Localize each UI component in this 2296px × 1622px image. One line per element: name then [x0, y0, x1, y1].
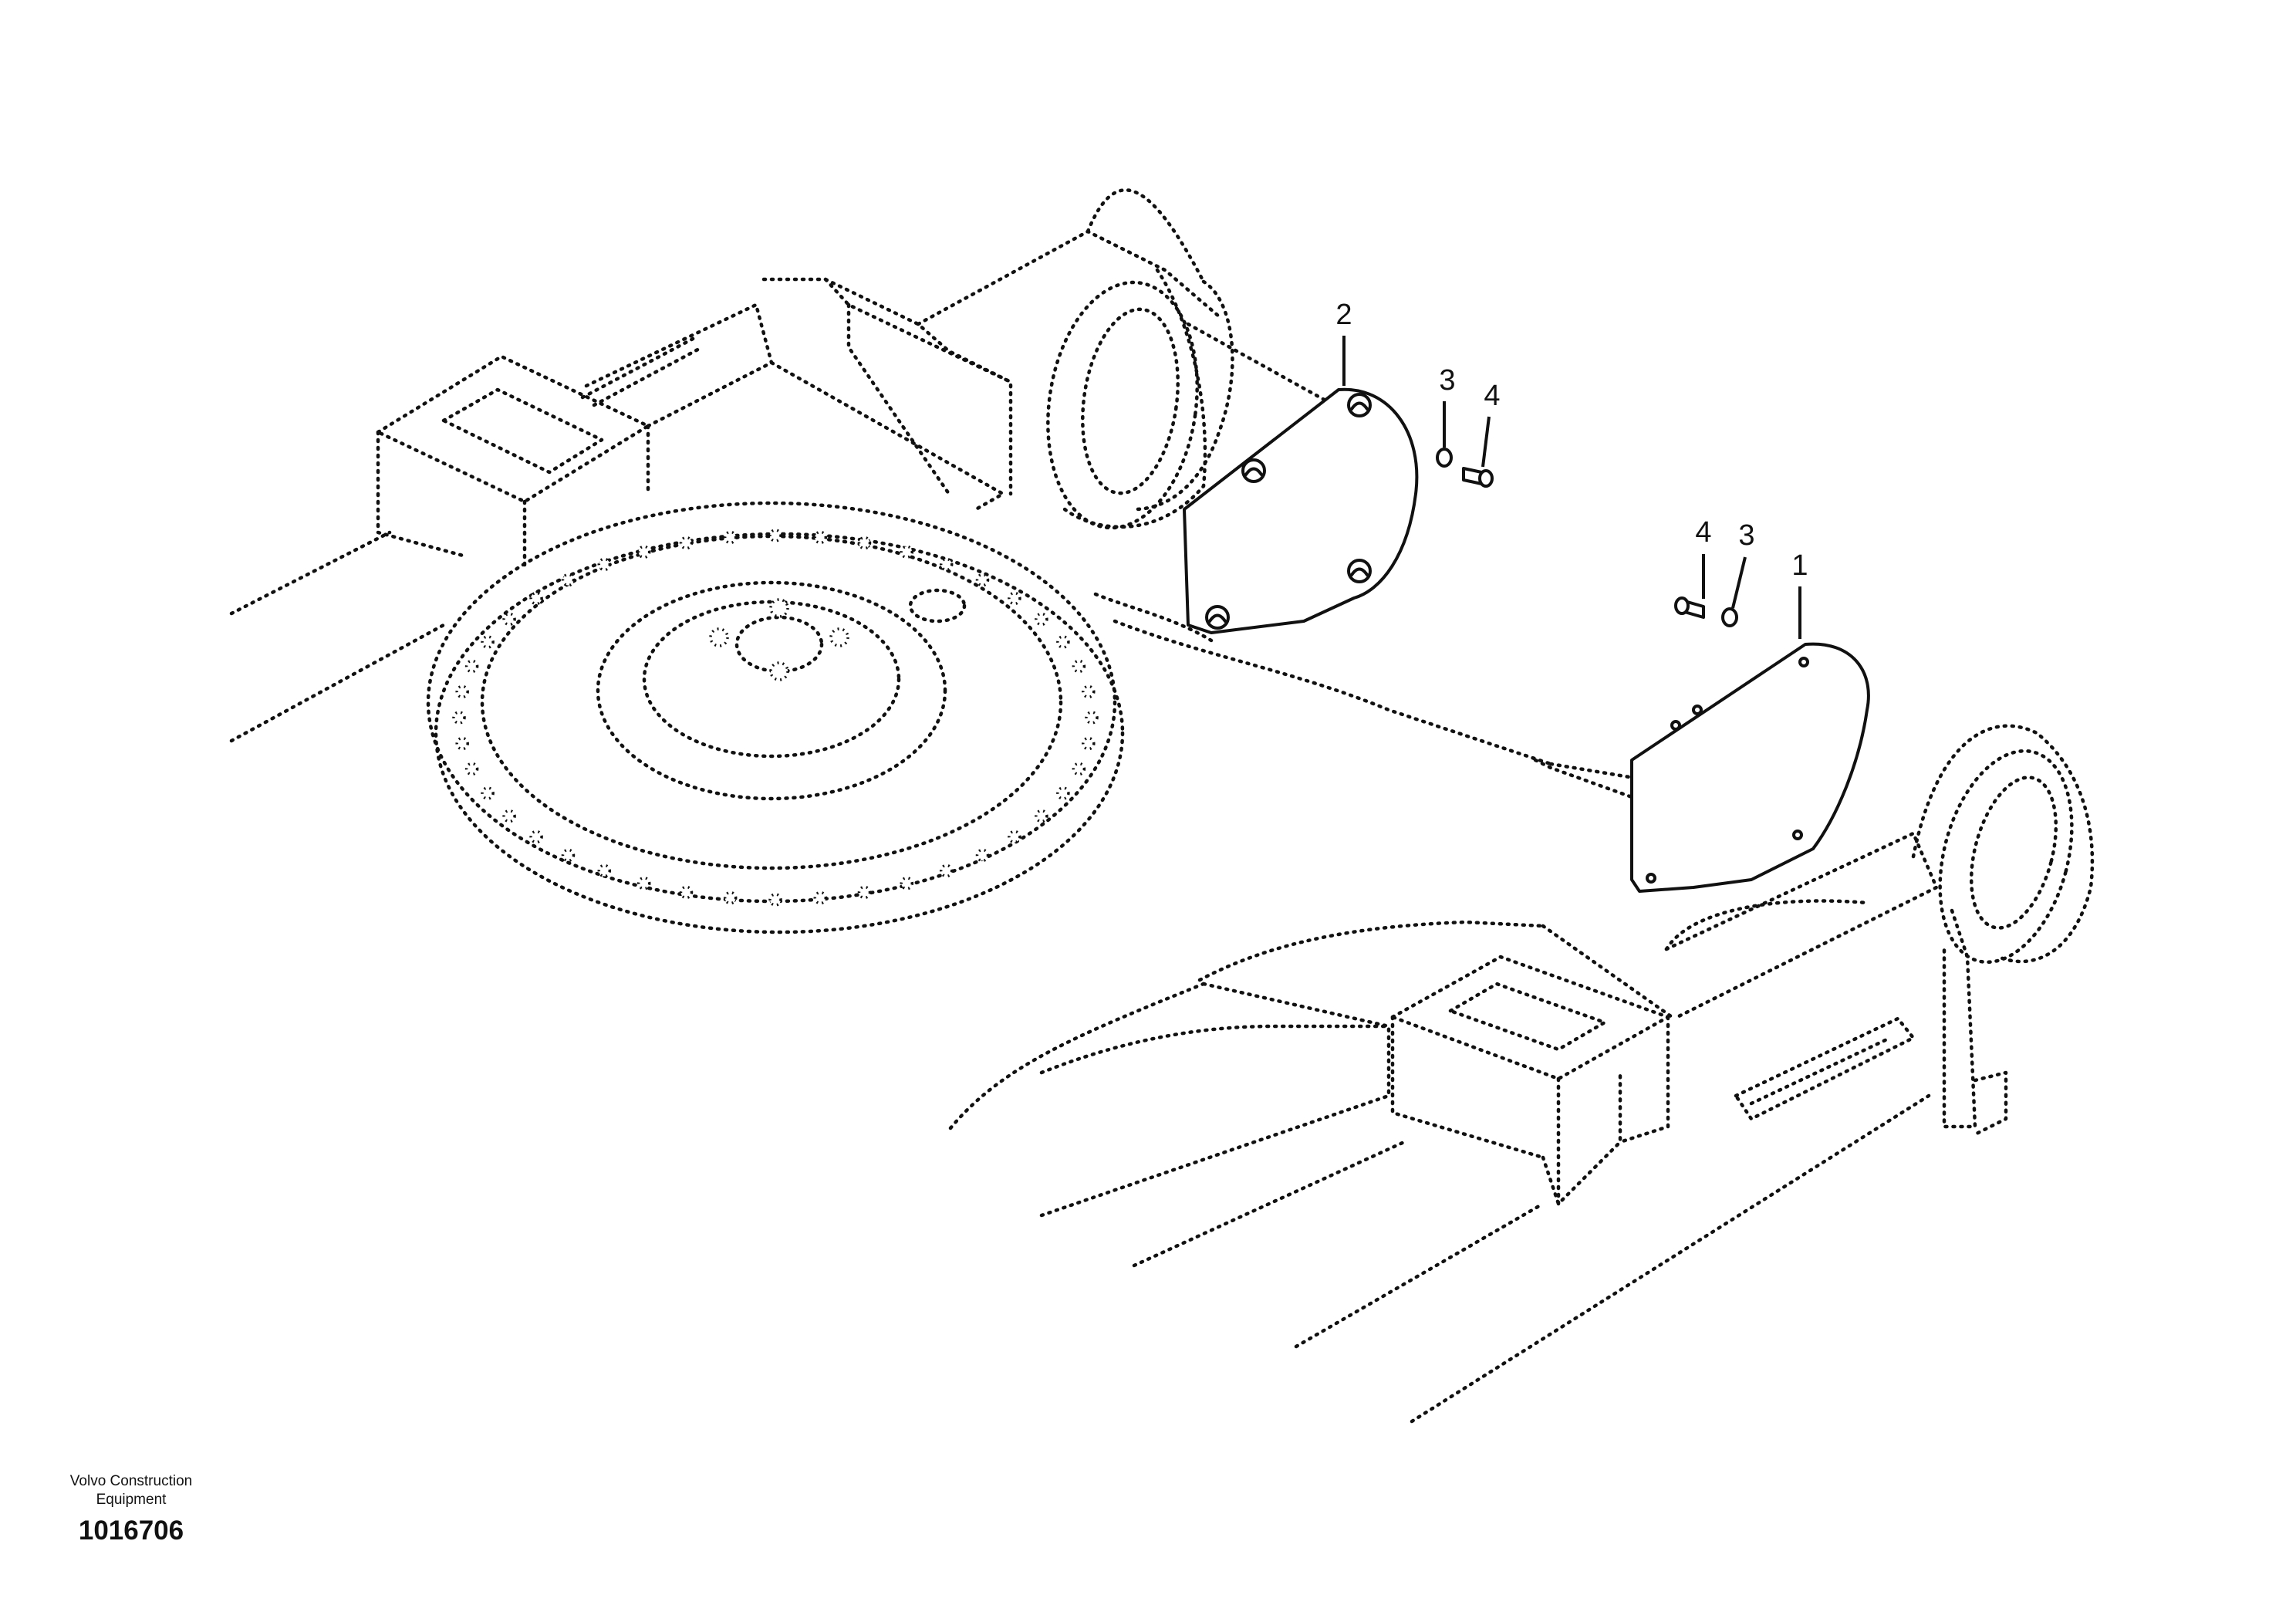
callout-1-right-cover: 1	[1791, 549, 1808, 582]
ring-bolt-hole	[464, 762, 479, 776]
ring-bolt-hole	[636, 545, 651, 559]
document-number: 1016706	[78, 1516, 184, 1546]
ring-bolt-hole	[900, 876, 914, 890]
ring-bolt-hole	[679, 885, 694, 900]
ring-bolt-hole	[452, 711, 466, 725]
washer-right	[1721, 607, 1738, 627]
ring-bolt-hole	[502, 612, 516, 627]
ring-bolt-hole	[768, 893, 782, 907]
ring-bolt-hole	[939, 863, 954, 878]
ring-bolt-hole	[1056, 635, 1070, 649]
ring-bolt-hole	[768, 529, 782, 542]
ring-bolt-hole	[1072, 659, 1086, 674]
ring-bolt-hole	[1056, 786, 1070, 800]
callout-3-left-washer: 3	[1439, 364, 1455, 397]
ring-bolt-hole	[857, 536, 872, 550]
ring-bolt-hole	[975, 573, 990, 587]
bolt-right	[1674, 596, 1705, 619]
ring-bolt-hole	[561, 848, 576, 863]
ring-bolt-hole	[939, 557, 954, 572]
cover-plate-right	[1630, 642, 1870, 893]
ring-bolt-hole	[1072, 762, 1086, 776]
ring-bolt-hole	[723, 530, 738, 545]
ring-bolt-hole	[455, 684, 469, 699]
ring-bolt-hole	[900, 545, 914, 559]
ring-bolt-hole	[813, 890, 828, 905]
ring-bolt-hole	[723, 890, 738, 905]
callout-4-left-bolt: 4	[1484, 380, 1500, 412]
ring-bolt-hole	[1008, 591, 1021, 606]
undercarriage-frame-outline	[229, 188, 1329, 743]
ring-bolt-hole	[813, 530, 828, 545]
washer-left	[1436, 448, 1453, 468]
ring-bolt-hole	[975, 848, 990, 863]
ring-bolt-hole	[502, 809, 516, 823]
callout-4-right-bolt: 4	[1695, 516, 1711, 549]
slewing-ring-bolt-holes	[452, 529, 1099, 907]
center-beam-outline	[1093, 592, 1692, 820]
ring-bolt-hole	[1085, 711, 1099, 725]
ring-bolt-hole	[481, 635, 495, 649]
manufacturer-line-1: Volvo Construction	[69, 1473, 193, 1489]
leader-lines	[1342, 336, 1801, 639]
ring-bolt-hole	[481, 786, 495, 800]
cover-plate-left	[1183, 387, 1419, 634]
ring-bolt-hole	[636, 876, 651, 890]
ring-bolt-hole	[1082, 736, 1096, 751]
ring-bolt-hole	[679, 536, 694, 550]
manufacturer-caption: Volvo Construction Equipment	[31, 1472, 231, 1509]
callout-3-right-washer: 3	[1738, 519, 1754, 552]
ring-bolt-hole	[529, 830, 543, 844]
bolt-left	[1462, 467, 1494, 488]
ring-bolt-hole	[597, 557, 612, 572]
ring-bolt-hole	[464, 659, 479, 674]
ring-bolt-hole	[1035, 809, 1048, 823]
right-frame-outline	[948, 724, 2095, 1424]
ring-bolt-hole	[455, 736, 469, 751]
manufacturer-line-2: Equipment	[96, 1492, 167, 1508]
ring-bolt-hole	[857, 885, 872, 900]
slewing-ring-outline	[426, 501, 1125, 934]
ring-bolt-hole	[1082, 684, 1096, 699]
callout-2-left-cover: 2	[1335, 299, 1352, 331]
ring-bolt-hole	[1035, 612, 1048, 627]
ring-bolt-hole	[1008, 830, 1021, 844]
ring-bolt-hole	[597, 863, 612, 878]
ring-bolt-hole	[561, 573, 576, 587]
ring-bolt-hole	[529, 591, 543, 606]
